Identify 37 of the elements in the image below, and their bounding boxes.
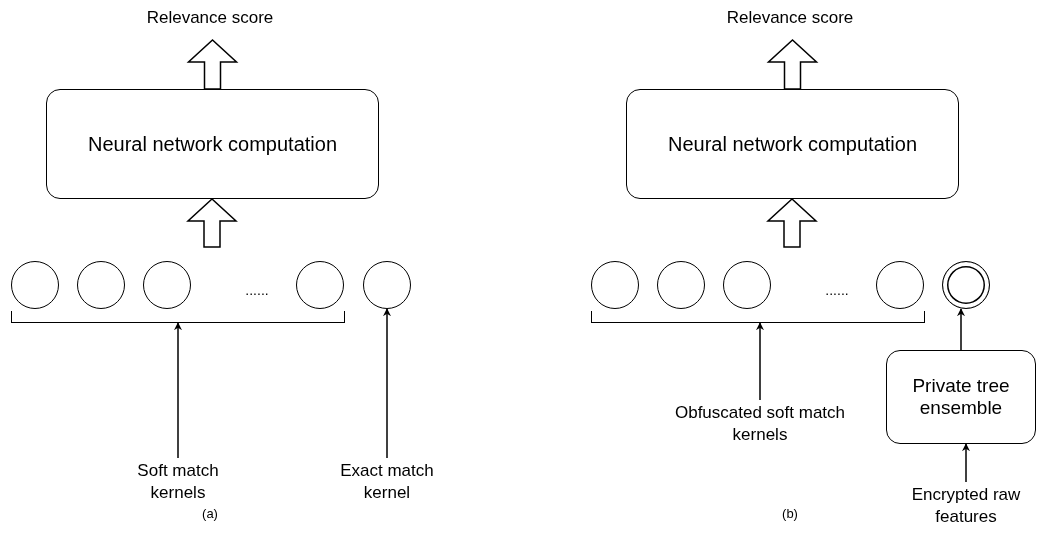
- block-arrow: [766, 39, 819, 90]
- grouping-bracket: [11, 311, 345, 323]
- kernel-node-circle: [657, 261, 705, 309]
- box-text: Neural network computation: [667, 133, 918, 155]
- kernel-node-circle: [876, 261, 924, 309]
- panel-label: (b): [781, 506, 799, 521]
- arrow: [383, 308, 391, 459]
- process-box: [886, 350, 1036, 444]
- block-arrow: [766, 198, 818, 248]
- node-text: Relevance score: [146, 7, 274, 29]
- node-text: Obfuscated soft match kernels: [673, 402, 847, 446]
- kernel-node-circle: [296, 261, 344, 309]
- kernel-node-circle: [591, 261, 639, 309]
- block-arrow: [186, 198, 238, 248]
- kernel-node-circle: [77, 261, 125, 309]
- ellipsis-text: ......: [824, 282, 850, 298]
- kernel-node-circle: [11, 261, 59, 309]
- node-text: Exact match kernel: [339, 460, 435, 504]
- arrow: [962, 443, 970, 483]
- arrow: [957, 308, 965, 351]
- kernel-node-circle: [363, 261, 411, 309]
- block-arrow: [186, 39, 239, 90]
- double-circle-node: [942, 261, 990, 309]
- panel-label: (a): [201, 506, 219, 521]
- ellipsis-text: ......: [244, 282, 270, 298]
- box-text: Private tree ensemble: [911, 375, 1011, 419]
- process-box: [626, 89, 959, 199]
- arrow: [174, 322, 182, 459]
- node-text: Encrypted raw features: [910, 484, 1022, 528]
- arrow: [756, 322, 764, 401]
- kernel-node-circle: [723, 261, 771, 309]
- node-text: Soft match kernels: [136, 460, 220, 504]
- grouping-bracket: [591, 311, 925, 323]
- node-text: Relevance score: [726, 7, 854, 29]
- kernel-node-circle: [143, 261, 191, 309]
- box-text: Neural network computation: [87, 133, 338, 155]
- process-box: [46, 89, 379, 199]
